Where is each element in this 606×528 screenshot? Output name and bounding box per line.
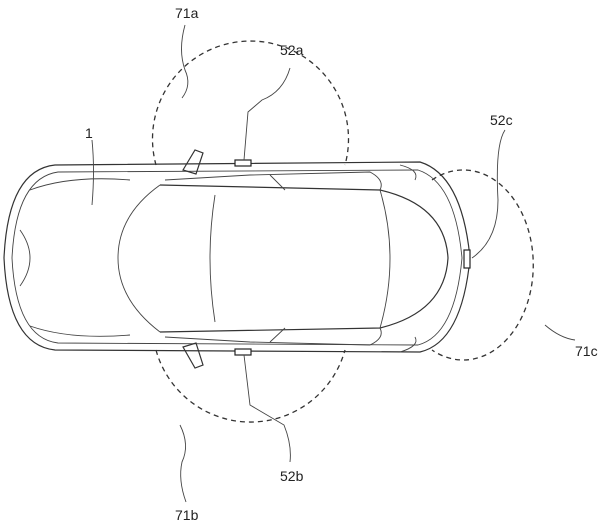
leader-line-1 [91,139,94,206]
label-52a: 52a [280,42,304,58]
leader-line-52c [471,129,506,259]
label-52c: 52c [490,112,513,128]
leader-line-71a [181,24,189,99]
label-71c: 71c [575,343,598,359]
leader-line-52b [243,354,291,463]
label-71b: 71b [175,507,199,523]
label-vehicle: 1 [85,125,93,141]
detection-range-71a [151,40,350,166]
detection-range-71c [431,169,534,361]
sensor-52b [234,348,252,356]
label-71a: 71a [175,5,199,21]
sensor-52c [463,249,471,269]
detection-range-71b [155,349,346,423]
leader-line-71b [179,424,187,503]
vehicle-body [3,149,471,369]
label-52b: 52b [280,468,304,484]
sensor-52a [234,159,252,167]
leader-line-52a [243,67,291,161]
leader-line-71c [544,324,576,341]
